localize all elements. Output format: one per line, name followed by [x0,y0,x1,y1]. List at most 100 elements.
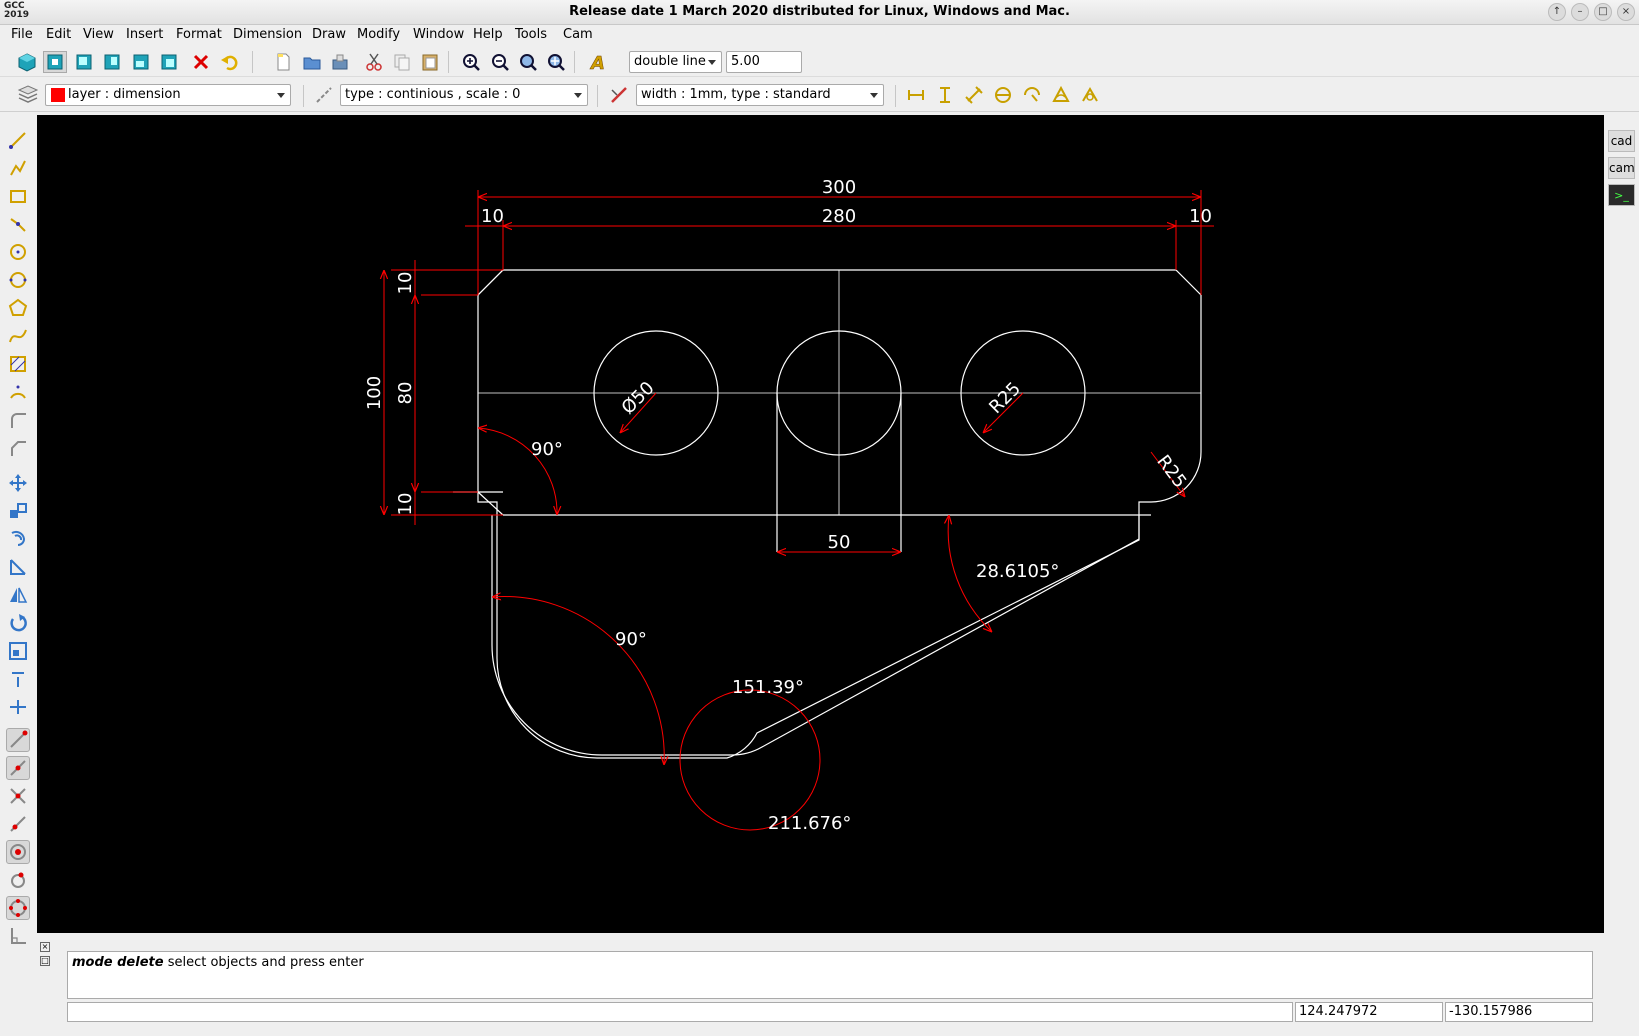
hole-left[interactable] [593,330,719,456]
save-file-icon[interactable] [328,51,352,73]
snap-endpoint-icon[interactable] [6,728,30,752]
offset-icon[interactable] [6,527,30,551]
view-front-icon[interactable] [72,51,96,73]
cut-icon[interactable] [362,51,386,73]
dim-overall-width[interactable]: 300 [822,177,856,198]
snap-perpendicular-icon[interactable] [6,924,30,948]
view-top-icon[interactable] [43,51,67,73]
delete-icon[interactable] [189,51,213,73]
dim-aligned-icon[interactable] [962,84,986,106]
snap-midpoint-icon[interactable] [6,756,30,780]
dim-arc-b[interactable]: 211.676° [768,813,851,834]
layers-icon[interactable] [16,84,40,106]
menu-edit[interactable]: Edit [46,27,72,42]
draw-arc-icon[interactable] [6,380,30,404]
dim-diameter[interactable]: Ø50 [618,378,659,419]
line-style-select[interactable]: double line [629,51,722,73]
close-panel-icon[interactable]: × [40,942,50,952]
layer-select[interactable]: layer : dimension [45,84,291,106]
mirror-icon[interactable] [6,583,30,607]
snap-quadrant-icon[interactable] [6,896,30,920]
dimensions[interactable] [384,190,1214,831]
tab-cad[interactable]: cad [1608,130,1635,152]
view-right-icon[interactable] [100,51,124,73]
part-outline-left[interactable] [477,295,503,493]
hole-right[interactable] [960,330,1086,456]
tab-cam[interactable]: cam [1608,157,1635,179]
drawing-canvas[interactable]: 300 280 10 10 100 80 10 10 50 Ø50 R25 R2… [37,115,1604,933]
dim-radius-hole[interactable]: R25 [985,378,1025,418]
part-outline-top[interactable] [453,269,1202,759]
dim-height-total[interactable]: 100 [364,376,385,410]
dim-diameter-icon[interactable] [991,84,1015,106]
dim-arc-icon[interactable] [1078,84,1102,106]
snap-center-icon[interactable] [6,840,30,864]
zoom-out-icon[interactable] [488,51,512,73]
linetype-icon[interactable] [312,84,336,106]
dim-bottom-chamfer[interactable]: 10 [395,493,416,516]
close-window-button[interactable]: × [1617,3,1635,21]
new-file-icon[interactable] [271,51,295,73]
draw-segments-icon[interactable] [6,212,30,236]
dim-top-chamfer[interactable]: 10 [395,272,416,295]
menu-insert[interactable]: Insert [126,27,164,42]
float-panel-icon[interactable]: □ [40,956,50,966]
zoom-window-icon[interactable] [516,51,540,73]
dim-horizontal-icon[interactable] [904,84,928,106]
dim-angle-slope[interactable]: 28.6105° [976,561,1059,582]
draw-polygon-icon[interactable] [6,296,30,320]
zoom-extents-icon[interactable] [544,51,568,73]
dim-angle-bottom[interactable]: 90° [615,629,647,650]
draw-rectangle-icon[interactable] [6,184,30,208]
draw-polyline-icon[interactable] [6,156,30,180]
menu-cam[interactable]: Cam [563,27,593,42]
zoom-in-icon[interactable] [459,51,483,73]
trim-icon[interactable] [6,667,30,691]
stretch-icon[interactable] [6,639,30,663]
menu-file[interactable]: File [11,27,33,42]
part-geometry[interactable] [453,269,1202,759]
command-input[interactable] [67,1002,1293,1022]
draw-spline-icon[interactable] [6,324,30,348]
slot-lines[interactable] [776,393,902,552]
draw-circle-3p-icon[interactable] [6,268,30,292]
dim-angle-top[interactable]: 90° [531,439,563,460]
copy-objects-icon[interactable] [6,499,30,523]
menu-view[interactable]: View [83,27,114,42]
window-up-icon[interactable]: ↑ [1548,3,1566,21]
draw-fillet-icon[interactable] [6,408,30,432]
view-3d-icon[interactable] [15,51,39,73]
draw-chamfer-icon[interactable] [6,436,30,460]
view-back-icon[interactable] [157,51,181,73]
dim-radius-corner[interactable]: R25 [1152,451,1190,492]
draw-hatch-icon[interactable] [6,352,30,376]
dim-right-chamfer[interactable]: 10 [1189,206,1212,227]
open-file-icon[interactable] [300,51,324,73]
scale-objects-icon[interactable] [6,555,30,579]
dim-slot-width[interactable]: 50 [828,532,851,553]
minimize-button[interactable]: – [1571,3,1589,21]
dim-vertical-icon[interactable] [933,84,957,106]
extend-icon[interactable] [6,695,30,719]
copy-icon[interactable] [390,51,414,73]
dim-left-chamfer[interactable]: 10 [481,206,504,227]
dim-radius-icon[interactable] [1020,84,1044,106]
maximize-button[interactable]: □ [1594,3,1612,21]
terminal-icon[interactable]: >_ [1608,184,1635,206]
menu-tools[interactable]: Tools [515,27,548,42]
lineweight-select[interactable]: width : 1mm, type : standard [636,84,884,106]
line-value-input[interactable]: 5.00 [726,51,802,73]
linetype-select[interactable]: type : continious , scale : 0 [340,84,588,106]
left-chamfer[interactable] [477,269,504,516]
snap-intersection-icon[interactable] [6,784,30,808]
menu-dimension[interactable]: Dimension [233,27,303,42]
menu-window[interactable]: Window [413,27,465,42]
snap-tangent-icon[interactable] [6,868,30,892]
undo-icon[interactable] [217,51,241,73]
view-left-icon[interactable] [129,51,153,73]
menu-modify[interactable]: Modify [357,27,401,42]
draw-line-icon[interactable] [6,128,30,152]
dim-inner-width[interactable]: 280 [822,206,856,227]
text-style-icon[interactable]: A [586,51,610,73]
dim-arc-a[interactable]: 151.39° [732,677,804,698]
